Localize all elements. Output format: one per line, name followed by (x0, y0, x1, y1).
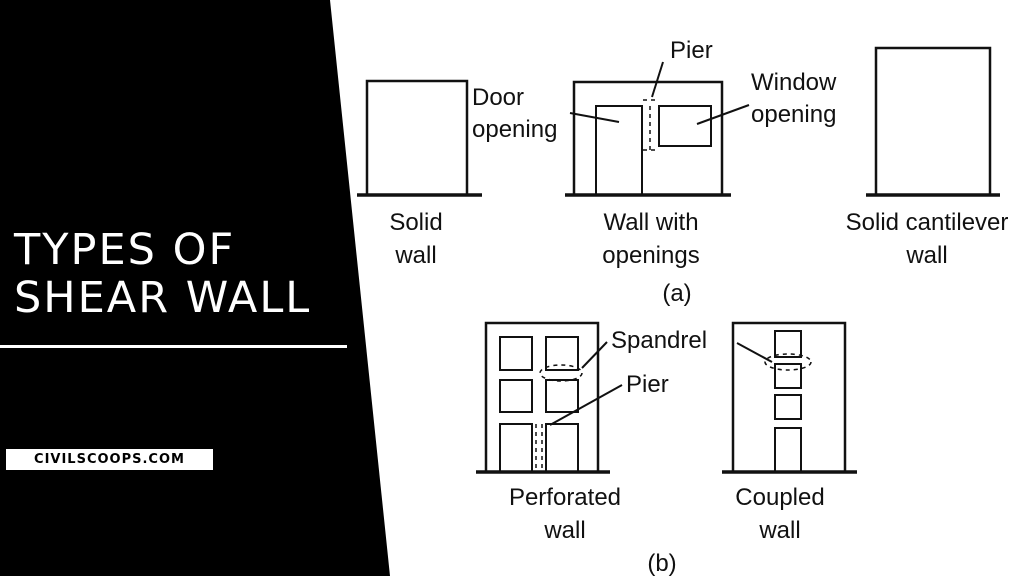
solid-wall-figure (357, 79, 482, 197)
perforated-wall-label-1: Perforated (509, 484, 621, 511)
solid-wall-label-1: Solid (389, 209, 442, 236)
window-leader (696, 104, 750, 125)
cantilever-wall-figure (866, 46, 1000, 197)
pier-leader-a (651, 61, 664, 98)
spandrel-label: Spandrel (611, 327, 707, 354)
cantilever-wall-label-1: Solid cantilever (846, 209, 1009, 236)
perforated-wall-label-2: wall (543, 517, 585, 544)
coupled-wall-figure (722, 321, 857, 474)
title-line-1: TYPES OF (14, 225, 236, 275)
window-label-2: opening (751, 101, 836, 128)
caption-a: (a) (662, 280, 691, 307)
title-underline (0, 345, 347, 348)
coupled-wall-label-2: wall (758, 517, 800, 544)
pier-label-a: Pier (670, 37, 713, 64)
door-leader (569, 112, 620, 123)
page-title: TYPES OF SHEAR WALL (14, 226, 311, 322)
pier-label-b: Pier (626, 371, 669, 398)
caption-b: (b) (647, 550, 676, 576)
door-label-1: Door (472, 84, 524, 111)
door-label-2: opening (472, 116, 557, 143)
spandrel-leader (581, 341, 608, 369)
pier-leader-b (549, 384, 623, 426)
cantilever-wall-label-2: wall (905, 242, 947, 269)
title-line-2: SHEAR WALL (14, 273, 312, 323)
window-label-1: Window (751, 69, 837, 96)
wall-openings-label-1: Wall with (603, 209, 698, 236)
brand-badge: CIVILSCOOPS.COM (6, 449, 213, 470)
perforated-wall-figure (476, 321, 610, 474)
coupled-wall-label-1: Coupled (735, 484, 824, 511)
wall-with-openings-figure (565, 80, 731, 197)
spandrel-leader-coupled (736, 342, 773, 363)
solid-wall-label-2: wall (394, 242, 436, 269)
wall-openings-label-2: openings (602, 242, 699, 269)
